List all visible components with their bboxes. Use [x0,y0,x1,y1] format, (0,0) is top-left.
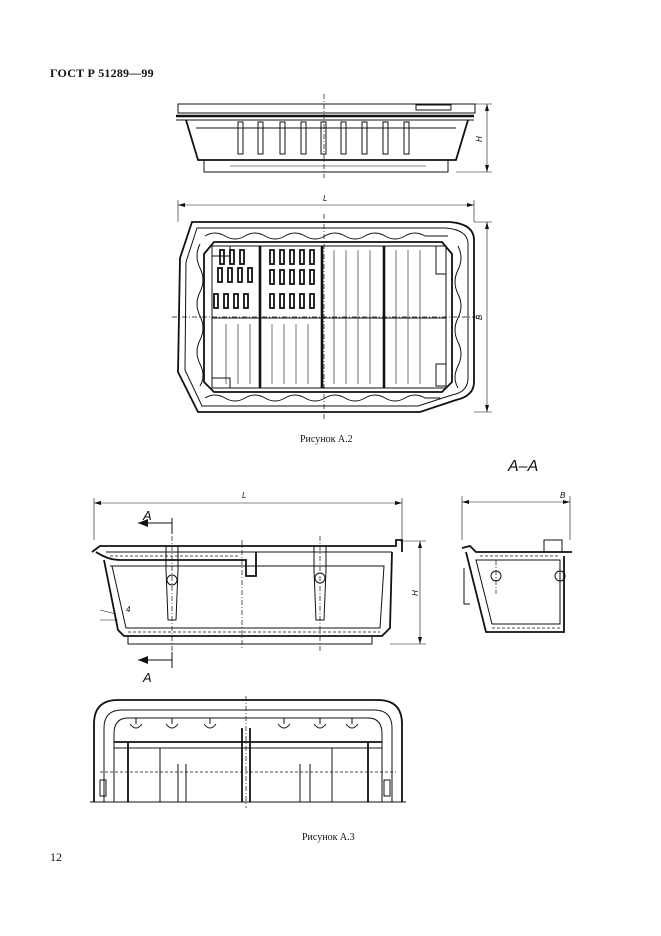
fig-a2-side-slots [237,121,410,155]
section-label-a-top: А [142,508,152,523]
fig-a2-dim-h: H [475,136,484,142]
fig-a2-slots [213,249,315,309]
fig-a3-front-view [91,498,426,668]
fig-a3-dim-l: L [242,491,246,500]
fig-a2-plan-view [172,200,492,420]
fig-a3-dim-h: H [411,590,420,596]
fig-a2-dim-b: B [475,314,484,320]
fig-a3-tabs [129,718,359,729]
section-label-a-bottom: А [142,670,152,685]
fig-a2-dim-l: L [323,194,327,203]
fig-a3-dim-b: B [560,491,566,500]
fig-a2-side-view [176,94,492,178]
fig-a3-section-aa [461,496,572,633]
page-number: 12 [50,850,62,864]
fig-a3-dim-4: 4 [126,605,131,614]
section-aa-title: А–А [508,458,539,475]
figure-a3-caption: Рисунок А.3 [302,832,355,843]
figure-a2-caption: Рисунок А.2 [300,434,353,445]
standard-header: ГОСТ Р 51289—99 [50,66,154,80]
fig-a3-bottom-view [90,696,406,808]
fig-a2-ribs [225,250,421,384]
